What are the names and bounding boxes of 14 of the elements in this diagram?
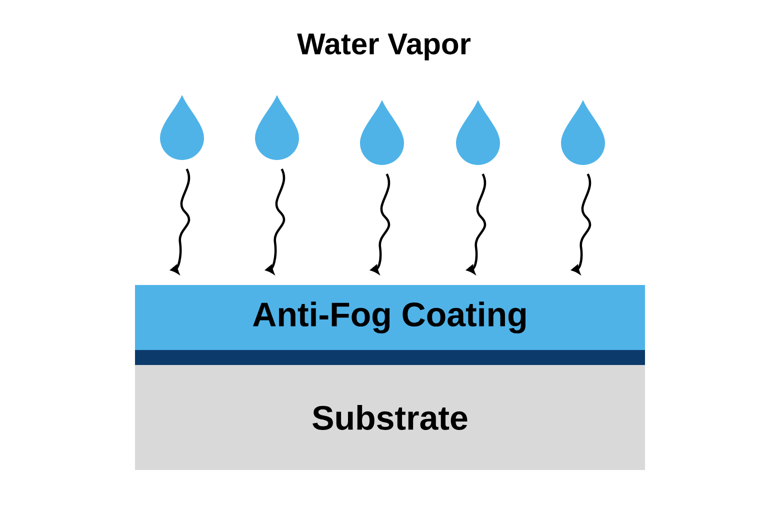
wavy-arrow (466, 174, 486, 274)
title: Water Vapor (297, 34, 471, 60)
wavy-arrow (170, 168, 190, 274)
wavy-arrow (266, 168, 286, 274)
wavy-arrow (370, 174, 390, 274)
coating-layer: Anti-Fog Coating (135, 285, 645, 350)
wavy-arrow (572, 174, 592, 274)
water-droplet (255, 95, 299, 160)
water-droplet (360, 100, 404, 165)
interface-layer (135, 350, 645, 365)
water-droplet (561, 100, 605, 165)
water-droplet (160, 95, 204, 160)
substrate-layer: Substrate (135, 365, 645, 470)
water-droplet (456, 100, 500, 165)
